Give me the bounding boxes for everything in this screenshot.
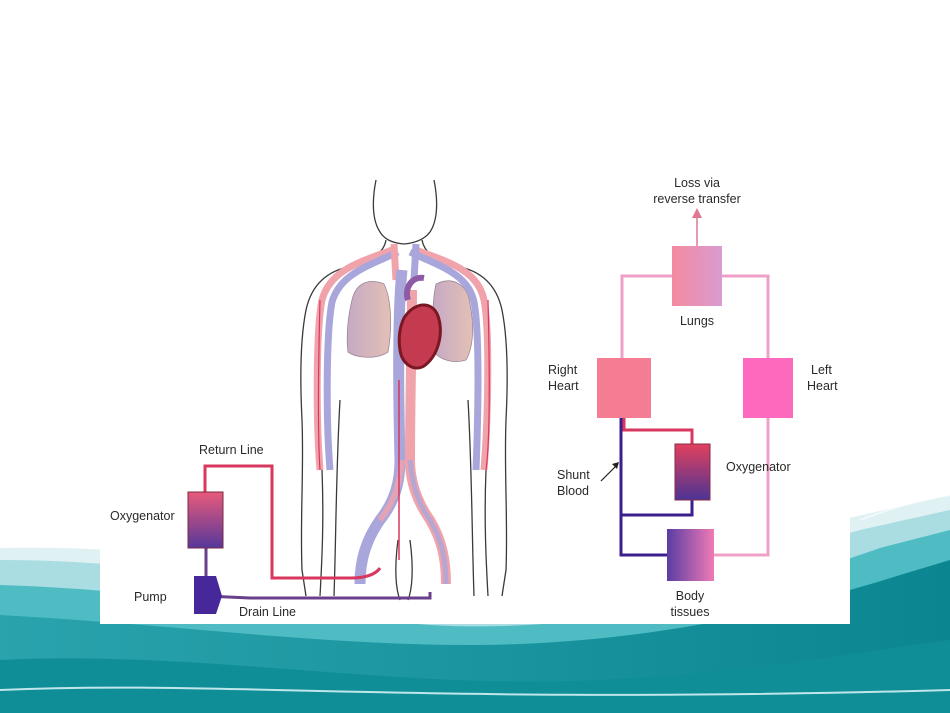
drain-line-label: Drain Line bbox=[239, 605, 296, 619]
oxygenator-box bbox=[674, 443, 711, 501]
shunt-blood-label-line1: Shunt bbox=[557, 468, 590, 482]
lungs-label: Lungs bbox=[680, 314, 714, 328]
circulation-schematic: Loss via reverse transfer Lungs Right He… bbox=[548, 176, 838, 619]
loss-label-line1: Loss via bbox=[674, 176, 720, 190]
right-heart-label-line1: Right bbox=[548, 363, 578, 377]
artery-arm-right bbox=[414, 246, 492, 471]
body-tissues-label-line1: Body bbox=[676, 589, 705, 603]
line-leftheart-body bbox=[714, 418, 770, 557]
loss-label-line2: reverse transfer bbox=[653, 192, 741, 206]
line-lungs-leftheart bbox=[722, 274, 770, 358]
oxygenator-label: Oxygenator bbox=[110, 509, 175, 523]
right-heart-label-line2: Heart bbox=[548, 379, 579, 393]
left-heart-label-line2: Heart bbox=[807, 379, 838, 393]
body-ecmo-diagram: Return Line Oxygenator Pump Drain Line bbox=[110, 179, 508, 619]
vein-arm-left bbox=[323, 248, 400, 471]
return-line-label: Return Line bbox=[199, 443, 264, 457]
body-tissues-box bbox=[667, 529, 714, 581]
oxygenator-device bbox=[187, 491, 224, 549]
return-line-path bbox=[203, 464, 382, 580]
pump-label: Pump bbox=[134, 590, 167, 604]
lungs-box bbox=[672, 246, 722, 306]
left-heart-box bbox=[743, 358, 793, 418]
left-heart-label-line1: Left bbox=[811, 363, 832, 377]
right-heart-box bbox=[597, 358, 651, 418]
pump-device bbox=[194, 576, 222, 614]
line-shunt bbox=[621, 500, 694, 517]
heart bbox=[397, 303, 442, 370]
drain-line-path bbox=[205, 592, 432, 600]
oxygenator-right-label: Oxygenator bbox=[726, 460, 791, 474]
vein-arm-right bbox=[408, 248, 482, 471]
line-body-rightheart bbox=[619, 418, 667, 557]
shunt-blood-label-line2: Blood bbox=[557, 484, 589, 498]
artery-arm-left bbox=[313, 246, 394, 471]
left-lung bbox=[346, 281, 392, 358]
line-rightheart-lungs bbox=[620, 274, 672, 358]
body-tissues-label-line2: tissues bbox=[671, 605, 710, 619]
line-oxygenator-return bbox=[622, 418, 694, 444]
